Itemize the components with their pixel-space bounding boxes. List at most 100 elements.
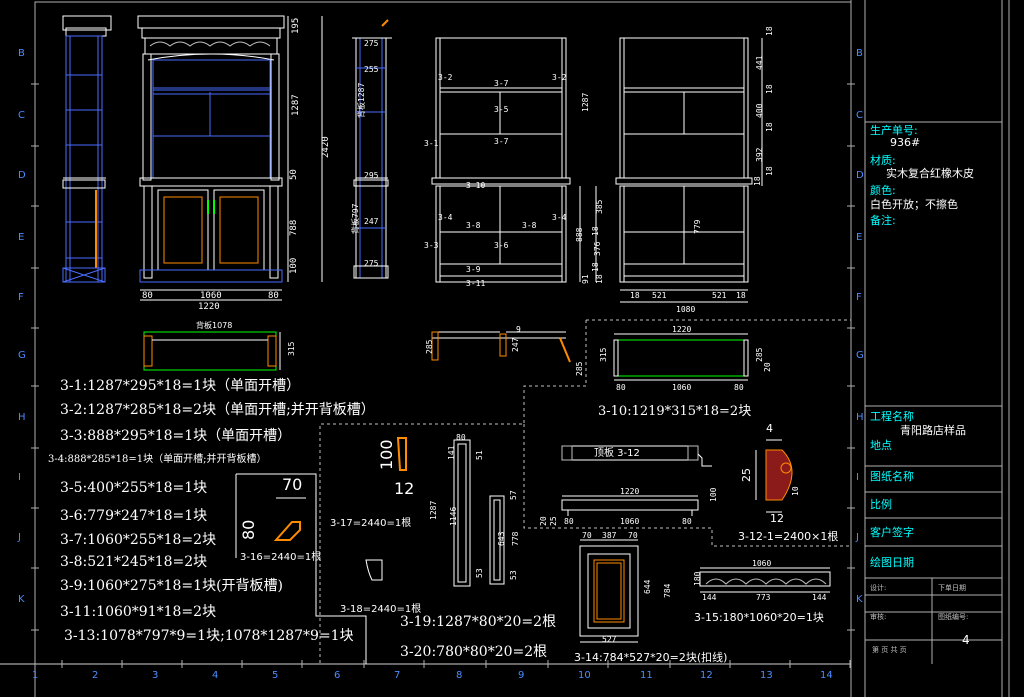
part-line-34: 3-4:888*285*18=1块（单面开槽;并开背板槽） <box>48 452 266 465</box>
tb-remarks-label: 备注: <box>870 213 896 227</box>
tb-order-label: 生产单号: <box>870 123 918 137</box>
upper-frame <box>431 37 571 185</box>
post-dim-53: 53 <box>475 568 484 578</box>
carving-dim-180: 180 <box>693 571 702 586</box>
rf-dim-441: 441 <box>755 55 764 70</box>
lf-dim-385: 385 <box>595 199 604 214</box>
rf-bottom-18a: 18 <box>630 291 640 300</box>
tb-side-100: 100 <box>709 487 718 502</box>
rf-dim-18b: 18 <box>765 84 774 94</box>
p310-dim-l: 80 <box>616 383 626 392</box>
carving-dim-144b: 144 <box>812 593 827 602</box>
lf-label-34b: 3-4 <box>552 213 567 222</box>
part-line-36: 3-6:779*247*18=1块 <box>60 508 207 524</box>
lf-dim-376: 376 <box>593 241 602 256</box>
side-backboard-lower: 背板797 <box>350 203 360 234</box>
tb-project-label: 工程名称 <box>870 409 914 423</box>
grid-col-label: 13 <box>760 670 773 681</box>
uf-label-32a: 3-2 <box>438 73 453 82</box>
title-block-text: 生产单号: 936# 材质: 实木复合红橡木皮 颜色: 白色开放；不擦色 备注:… <box>870 123 974 654</box>
p3121-caption: 3-12-1=2400×1根 <box>738 529 838 543</box>
sp-dim-4: 285 <box>575 361 584 376</box>
post-dim-53b: 53 <box>509 570 518 580</box>
grid-row-label: J <box>17 532 21 543</box>
side-dim-2: 255 <box>364 65 379 74</box>
rf-dim-779: 779 <box>693 219 702 234</box>
door-dim-top-r: 70 <box>628 531 638 540</box>
front-dim-right: 80 <box>268 291 279 301</box>
lower-frame <box>435 185 597 283</box>
grid-col-label: 8 <box>456 670 462 681</box>
tb-dim-r: 80 <box>682 517 692 526</box>
top-board: 顶板 3-12 1220 80 1060 80 100 20 25 <box>539 445 718 526</box>
grid-row-label: E <box>18 232 24 243</box>
p3121-dim-4: 4 <box>766 422 773 435</box>
sp-dim-1: 285 <box>425 339 434 354</box>
lf-label-33: 3-3 <box>424 241 439 250</box>
door-dim-top-m: 387 <box>602 531 617 540</box>
tb-side-20: 20 <box>539 516 548 526</box>
grid-row-label: G <box>18 350 26 361</box>
grid-col-label: 9 <box>518 670 524 681</box>
grid-col-label: 4 <box>212 670 218 681</box>
p310-side-1: 315 <box>599 347 608 362</box>
p3121-dim-10: 10 <box>791 486 800 496</box>
part-line-37: 3-7:1060*255*18=2块 <box>60 532 216 548</box>
side-dim-5: 275 <box>364 259 379 268</box>
part-line-35: 3-5:400*255*18=1块 <box>60 480 207 496</box>
parts-list: 3-1:1287*295*18=1块（单面开槽） 3-2:1287*285*18… <box>48 378 375 644</box>
carving-315: 1060 180 144 773 144 3-15:180*1060*20=1块 <box>693 559 831 624</box>
tb-color-value: 白色开放；不擦色 <box>870 197 958 211</box>
side-view <box>352 19 392 279</box>
m316-caption: 3-16=2440=1根 <box>240 550 321 563</box>
tb-designer-label: 设计: <box>870 583 886 592</box>
grid-row-label: C <box>18 110 25 121</box>
m319-caption: 3-19:1287*80*20=2根 <box>400 614 556 630</box>
m317-dim-w: 12 <box>394 479 414 498</box>
m317-caption: 3-17=2440=1根 <box>330 516 411 529</box>
lf-label-38b: 3-8 <box>522 221 537 230</box>
door-dim-644: 644 <box>643 579 652 594</box>
p310-dim-r: 80 <box>734 383 744 392</box>
grid-row-label: D <box>18 170 26 181</box>
m316-dim-w: 70 <box>282 475 302 494</box>
list-outline <box>236 473 367 664</box>
tb-project-value: 青阳路店样品 <box>900 423 966 437</box>
uf-label-35: 3-5 <box>494 105 509 114</box>
post-dim-643: 643 <box>497 531 506 546</box>
grid-row-label: E <box>856 232 862 243</box>
sp-dim-2: 247 <box>511 337 520 352</box>
molding-317: 100 12 3-17=2440=1根 <box>330 437 414 529</box>
front-dim-mid: 1060 <box>200 291 222 301</box>
front-dim-v4: 50 <box>289 169 299 180</box>
p3121-dim-25: 25 <box>740 468 753 482</box>
p310-side-2: 285 <box>755 347 764 362</box>
grid-row-label: H <box>18 412 26 423</box>
dashed-region-outline <box>319 319 851 664</box>
side-view-dims: 275 255 295 247 275 背板1287 背板797 <box>350 39 379 268</box>
p3121-dim-12: 12 <box>770 512 784 525</box>
grid-row-label: D <box>856 170 864 181</box>
rf-dim-392: 392 <box>755 147 764 162</box>
front-dim-left: 80 <box>142 291 153 301</box>
tb-dim-m: 1060 <box>620 517 639 526</box>
right-frame <box>615 37 763 303</box>
post-dim-778: 778 <box>511 531 520 546</box>
back-panel-label: 背板1078 <box>196 320 232 330</box>
lf-dim-18b: 18 <box>591 262 600 272</box>
post-dim-141: 141 <box>447 445 456 460</box>
cabinet-front-elevation <box>137 15 323 301</box>
grid-row-label: H <box>856 412 864 423</box>
grid-row-label: C <box>856 110 863 121</box>
grid-col-label: 10 <box>578 670 591 681</box>
front-dim-v1: 195 <box>291 18 301 34</box>
rf-dim-400: 400 <box>755 103 764 118</box>
lower-frame-labels: 3-10 3-4 3-8 3-8 3-4 3-3 3-6 3-9 3-11 88… <box>424 181 604 288</box>
post-dim-57: 57 <box>509 490 518 500</box>
sp-dim-3: 9 <box>516 325 521 334</box>
grid-row-label: J <box>855 532 859 543</box>
lf-label-36: 3-6 <box>494 241 509 250</box>
